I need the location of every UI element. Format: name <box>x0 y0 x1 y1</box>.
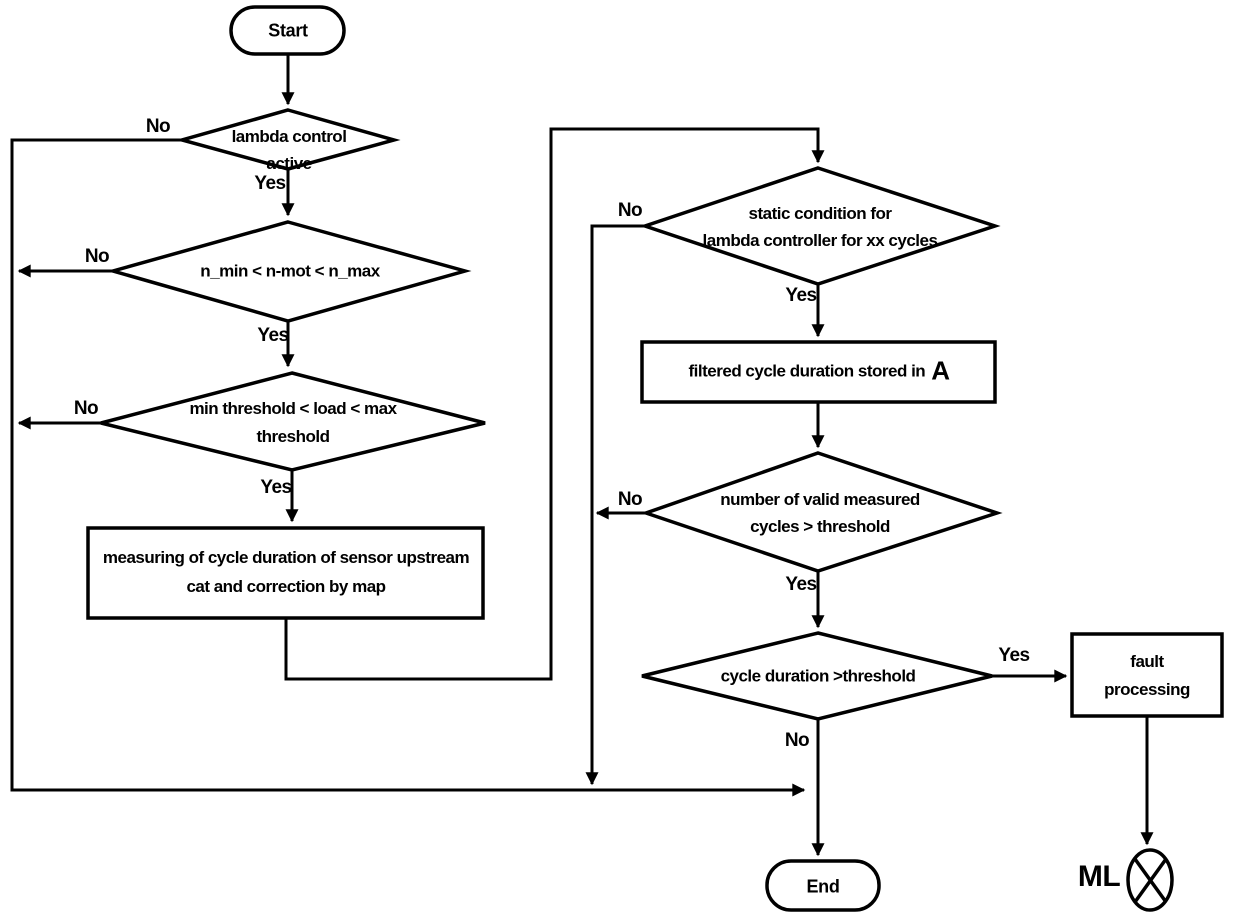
process-fault-label: fault processing <box>1104 648 1190 704</box>
process-filtered-variable: A <box>931 355 950 386</box>
decision-static-shape <box>639 166 1001 286</box>
end-terminal-shape <box>765 859 881 912</box>
edge-label-static-yes: Yes <box>785 285 817 306</box>
decision-speed-label: n_min < n-mot < n_max <box>200 261 380 281</box>
decision-lambda-line1: lambda control <box>231 127 347 146</box>
end-terminal-label: End <box>806 876 840 897</box>
decision-lambda-shape <box>175 108 401 171</box>
process-fault-line1: fault <box>1130 652 1164 671</box>
edge-no-collector-left <box>10 138 806 797</box>
decision-load-label: min threshold < load < max threshold <box>189 395 397 451</box>
decision-load-shape <box>100 371 486 472</box>
edge-label-lambda-yes: Yes <box>254 173 286 194</box>
decision-static-line1: static condition for <box>748 204 892 223</box>
process-filtered-text: filtered cycle duration stored in <box>688 361 926 381</box>
process-fault-shape <box>1070 632 1224 718</box>
decision-load-line1: min threshold < load < max <box>189 399 397 418</box>
decision-valid-label: number of valid measured cycles > thresh… <box>720 486 920 540</box>
decision-duration-label: cycle duration >threshold <box>720 666 916 686</box>
edge-label-load-yes: Yes <box>260 477 292 498</box>
decision-duration-shape <box>641 631 993 721</box>
edge-static-no <box>585 224 645 786</box>
process-fault-line2: processing <box>1104 680 1190 699</box>
decision-load-line2: threshold <box>256 427 330 446</box>
start-terminal-shape <box>229 5 346 56</box>
edge-label-valid-no: No <box>617 489 643 510</box>
decision-valid-line2: cycles > threshold <box>750 517 890 536</box>
decision-valid-shape <box>640 451 1003 573</box>
process-filtered-label: filtered cycle duration stored in A <box>688 355 950 386</box>
malfunction-lamp-icon <box>1126 848 1174 912</box>
edge-label-speed-yes: Yes <box>257 325 289 346</box>
decision-lambda-label: lambda control active <box>232 123 347 177</box>
ml-lamp-label: ML <box>1077 860 1121 893</box>
edge-label-speed-no: No <box>84 246 110 267</box>
edge-label-duration-no: No <box>784 730 810 751</box>
edge-label-load-no: No <box>73 398 99 419</box>
start-terminal-label: Start <box>268 20 308 41</box>
process-filtered-shape <box>640 340 997 404</box>
edge-measure-to-static <box>284 127 825 681</box>
edge-label-valid-yes: Yes <box>785 574 817 595</box>
decision-valid-line1: number of valid measured <box>720 490 920 509</box>
process-measure-line1: measuring of cycle duration of sensor up… <box>102 548 470 567</box>
decision-static-line2: lambda controller for xx cycles <box>702 231 938 250</box>
process-measure-label: measuring of cycle duration of sensor up… <box>102 543 470 601</box>
decision-speed-shape <box>106 220 472 323</box>
decision-lambda-line2: active <box>266 154 312 173</box>
decision-static-label: static condition for lambda controller f… <box>703 200 938 254</box>
process-measure-line2: cat and correction by map <box>186 577 386 596</box>
process-measure-shape <box>86 526 485 620</box>
edge-label-static-no: No <box>617 200 643 221</box>
edge-label-duration-yes: Yes <box>998 645 1030 666</box>
edge-label-lambda-no: No <box>145 116 171 137</box>
